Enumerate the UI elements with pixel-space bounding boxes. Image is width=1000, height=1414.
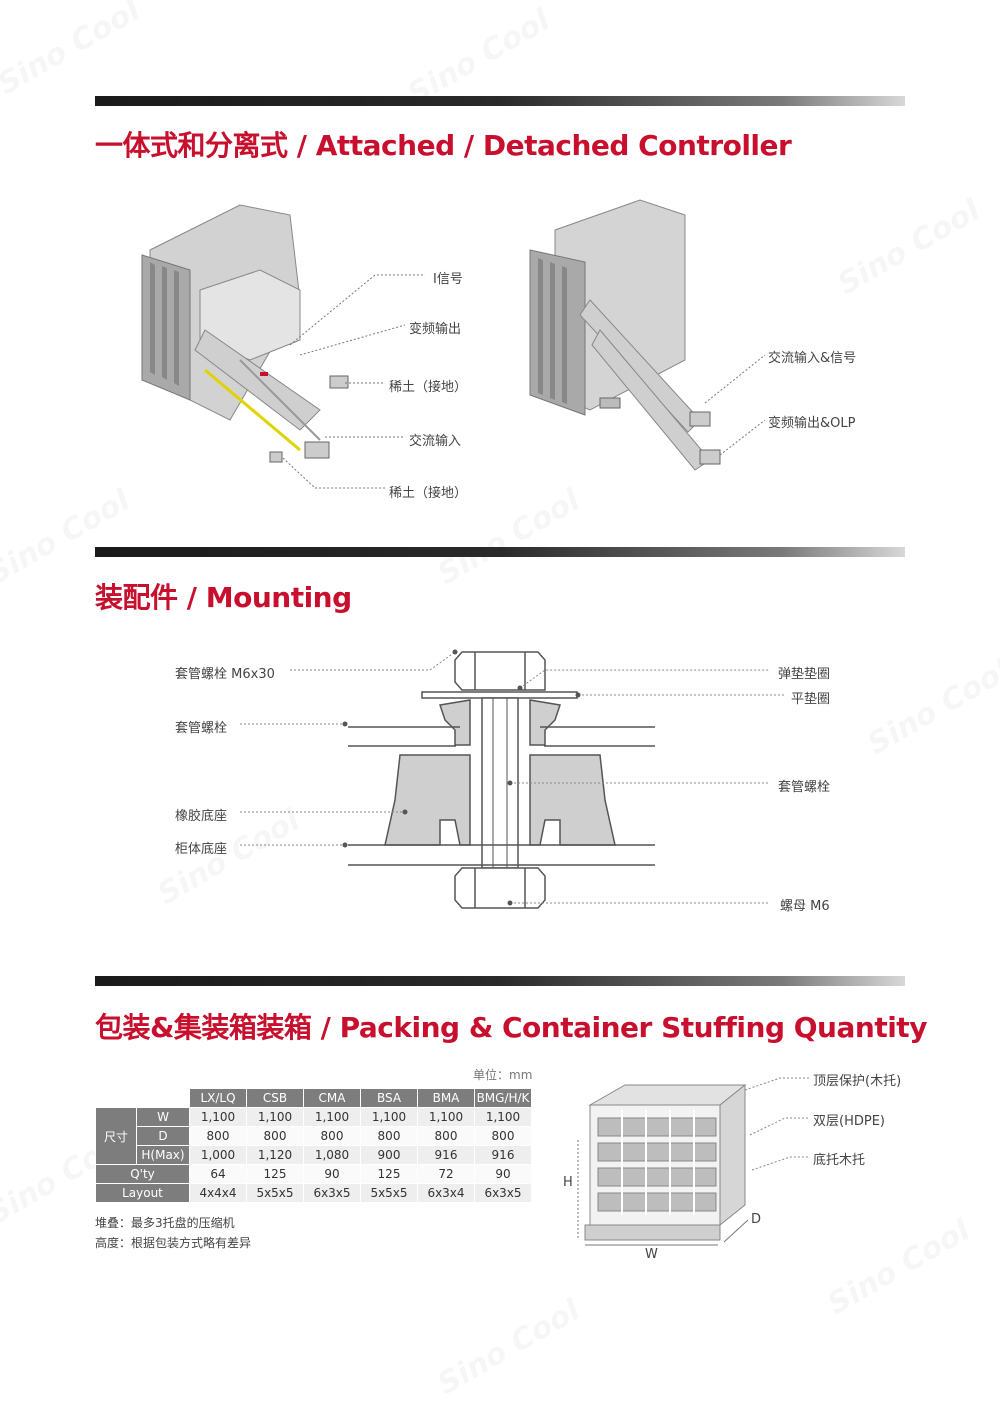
label-sleeve-bolt-left: 套管螺栓 bbox=[175, 721, 228, 736]
table-cell: 1,100 bbox=[189, 1107, 247, 1127]
row-header: H(Max) bbox=[136, 1145, 190, 1165]
section-title-mounting: 装配件 / Mounting bbox=[95, 581, 352, 614]
table-cell: 5x5x5 bbox=[360, 1183, 418, 1203]
table-cell: 1,080 bbox=[303, 1145, 361, 1165]
table-cell: 1,100 bbox=[303, 1107, 361, 1127]
table-cell: 800 bbox=[303, 1126, 361, 1146]
column-header: LX/LQ bbox=[189, 1088, 247, 1108]
section-title-attached: 一体式和分离式 / Attached / Detached Controller bbox=[95, 129, 792, 162]
table-cell: 90 bbox=[474, 1164, 532, 1184]
label-ground-2: 稀土（接地） bbox=[389, 486, 468, 501]
dimension-w: W bbox=[645, 1247, 658, 1262]
table-cell: 916 bbox=[417, 1145, 475, 1165]
table-cell: 64 bbox=[189, 1164, 247, 1184]
label-ac-input: 交流输入 bbox=[409, 434, 462, 449]
table-corner bbox=[95, 1088, 190, 1108]
table-cell: 1,000 bbox=[189, 1145, 247, 1165]
label-sleeve-bolt-m6x30: 套管螺栓 M6x30 bbox=[175, 667, 275, 682]
table-cell: 800 bbox=[246, 1126, 304, 1146]
row-group-size: 尺寸 bbox=[95, 1107, 137, 1165]
label-flat-washer: 平垫圈 bbox=[791, 692, 831, 707]
table-cell: 6x3x5 bbox=[474, 1183, 532, 1203]
section-divider bbox=[95, 976, 905, 986]
label-inverter-output: 变频输出 bbox=[409, 322, 462, 337]
column-header: CMA bbox=[303, 1088, 361, 1108]
row-header: D bbox=[136, 1126, 190, 1146]
table-cell: 800 bbox=[360, 1126, 418, 1146]
label-sleeve-bolt-right: 套管螺栓 bbox=[778, 780, 831, 795]
label-bottom-pallet: 底托木托 bbox=[813, 1153, 866, 1168]
column-header: BMA bbox=[417, 1088, 475, 1108]
table-cell: 1,120 bbox=[246, 1145, 304, 1165]
table-cell: 1,100 bbox=[474, 1107, 532, 1127]
note-stacking: 堆叠：最多3托盘的压缩机 bbox=[95, 1216, 235, 1230]
row-header: W bbox=[136, 1107, 190, 1127]
section-divider bbox=[95, 96, 905, 106]
table-cell: 916 bbox=[474, 1145, 532, 1165]
table-cell: 5x5x5 bbox=[246, 1183, 304, 1203]
label-spring-washer: 弹垫垫圈 bbox=[778, 667, 831, 682]
table-cell: 800 bbox=[417, 1126, 475, 1146]
packing-table: LX/LQ CSB CMA BSA BMA BMG/H/K 尺寸 W 1,100… bbox=[95, 1088, 532, 1203]
label-cabinet-base: 柜体底座 bbox=[175, 842, 228, 857]
label-double-layer: 双层(HDPE) bbox=[813, 1114, 885, 1129]
column-header: BSA bbox=[360, 1088, 418, 1108]
label-ac-input-signal: 交流输入&信号 bbox=[768, 351, 857, 366]
attached-controller-illustration bbox=[141, 204, 349, 463]
label-top-protection: 顶层保护(木托) bbox=[813, 1074, 902, 1089]
table-cell: 900 bbox=[360, 1145, 418, 1165]
label-rubber-base: 橡胶底座 bbox=[175, 809, 228, 824]
note-height: 高度：根据包装方式略有差异 bbox=[95, 1236, 252, 1250]
unit-label: 单位：mm bbox=[473, 1068, 533, 1082]
column-header: CSB bbox=[246, 1088, 304, 1108]
dimension-h: H bbox=[563, 1175, 573, 1190]
table-cell: 1,100 bbox=[246, 1107, 304, 1127]
mounting-diagram bbox=[348, 651, 655, 909]
table-cell: 6x3x4 bbox=[417, 1183, 475, 1203]
table-cell: 1,100 bbox=[360, 1107, 418, 1127]
detached-controller-illustration bbox=[529, 199, 721, 471]
table-cell: 1,100 bbox=[417, 1107, 475, 1127]
label-nut-m6: 螺母 M6 bbox=[780, 899, 830, 914]
table-cell: 6x3x5 bbox=[303, 1183, 361, 1203]
section-divider bbox=[95, 547, 905, 557]
column-header: BMG/H/K bbox=[474, 1088, 532, 1108]
row-header: Q'ty bbox=[95, 1164, 190, 1184]
section-title-packing: 包装&集装箱装箱 / Packing & Container Stuffing … bbox=[95, 1011, 927, 1044]
table-cell: 125 bbox=[360, 1164, 418, 1184]
table-cell: 72 bbox=[417, 1164, 475, 1184]
table-cell: 125 bbox=[246, 1164, 304, 1184]
table-cell: 800 bbox=[189, 1126, 247, 1146]
row-header: Layout bbox=[95, 1183, 190, 1203]
dimension-d: D bbox=[751, 1212, 762, 1227]
pallet-stack-illustration bbox=[584, 1083, 747, 1241]
table-cell: 4x4x4 bbox=[189, 1183, 247, 1203]
label-inverter-output-olp: 变频输出&OLP bbox=[768, 416, 856, 431]
table-cell: 90 bbox=[303, 1164, 361, 1184]
table-cell: 800 bbox=[474, 1126, 532, 1146]
label-ground-1: 稀土（接地） bbox=[389, 380, 468, 395]
label-i-signal: I信号 bbox=[433, 272, 463, 287]
